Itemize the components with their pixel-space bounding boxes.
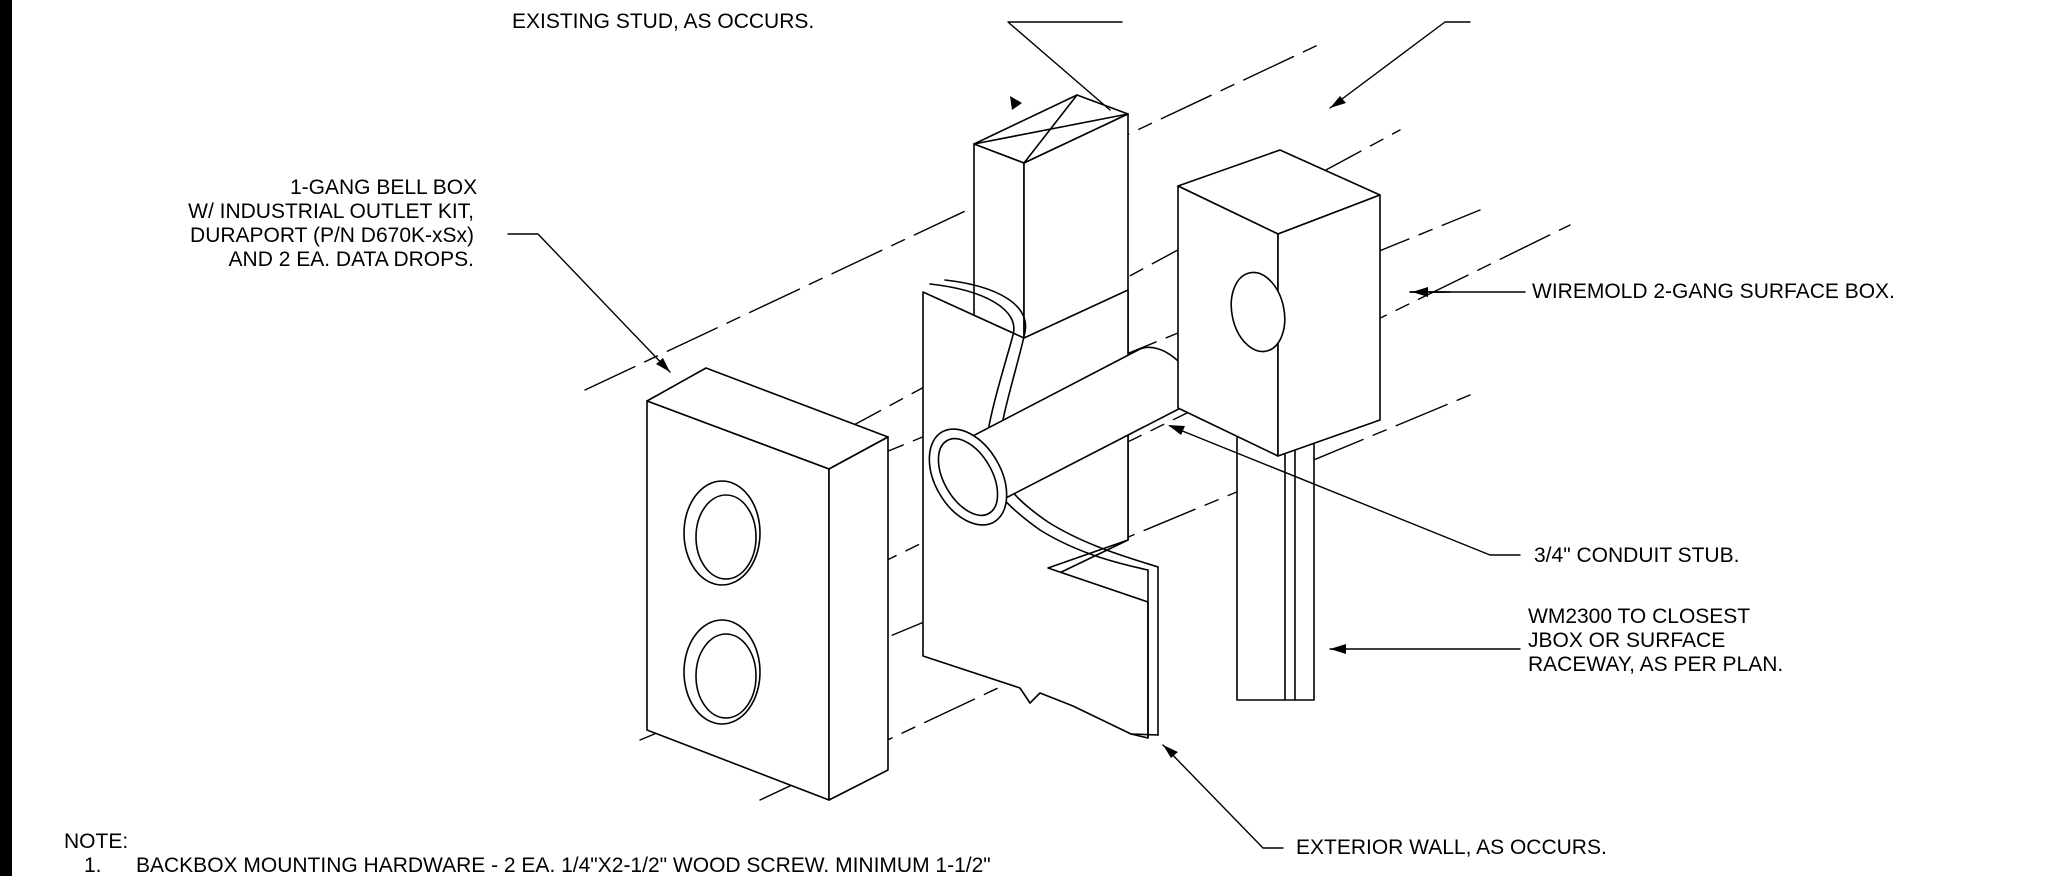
- label-conduit-stub: 3/4" CONDUIT STUB.: [1534, 544, 1740, 567]
- label-wm2300-line-2: JBOX OR SURFACE: [1528, 629, 1726, 652]
- outlet-receptacle-upper: [683, 480, 761, 586]
- label-wm2300: WM2300 TO CLOSEST JBOX OR SURFACE RACEWA…: [1528, 605, 1783, 677]
- sheet-border: [0, 0, 12, 876]
- label-existing-stud: EXISTING STUD, AS OCCURS.: [512, 10, 815, 33]
- leader-existing-stud: [1007, 21, 1123, 111]
- note-heading: NOTE:: [64, 830, 129, 853]
- outlet-receptacle-lower: [683, 619, 761, 725]
- bell-box: [646, 367, 889, 801]
- label-bell-box: 1-GANG BELL BOX: [290, 176, 478, 200]
- label-wm2300-line-3: RACEWAY, AS PER PLAN.: [1528, 653, 1784, 676]
- conduit-stub: [928, 346, 1201, 526]
- label-wiremold-box: WIREMOLD 2-GANG SURFACE BOX.: [1532, 280, 1895, 303]
- label-bell-box-line-1: 1-GANG BELL BOX: [290, 176, 478, 199]
- label-exterior-wall: EXTERIOR WALL, AS OCCURS.: [1296, 836, 1607, 859]
- note-item-number: 1.: [84, 854, 102, 877]
- label-bell-box-line-4: AND 2 EA. DATA DROPS.: [228, 248, 474, 271]
- label-wm2300-line-1: WM2300 TO CLOSEST: [1528, 605, 1751, 628]
- leader-lines: [507, 21, 1526, 849]
- note-item-text: BACKBOX MOUNTING HARDWARE - 2 EA. 1/4"X2…: [136, 854, 991, 877]
- label-bell-box-lines: W/ INDUSTRIAL OUTLET KIT, DURAPORT (P/N …: [80, 200, 474, 272]
- note-item-1: 1. BACKBOX MOUNTING HARDWARE - 2 EA. 1/4"…: [84, 854, 991, 878]
- label-bell-box-line-2: W/ INDUSTRIAL OUTLET KIT,: [188, 200, 474, 223]
- label-bell-box-line-3: DURAPORT (P/N D670K-xSx): [190, 224, 474, 247]
- wiremold-surface-box: [1177, 149, 1381, 457]
